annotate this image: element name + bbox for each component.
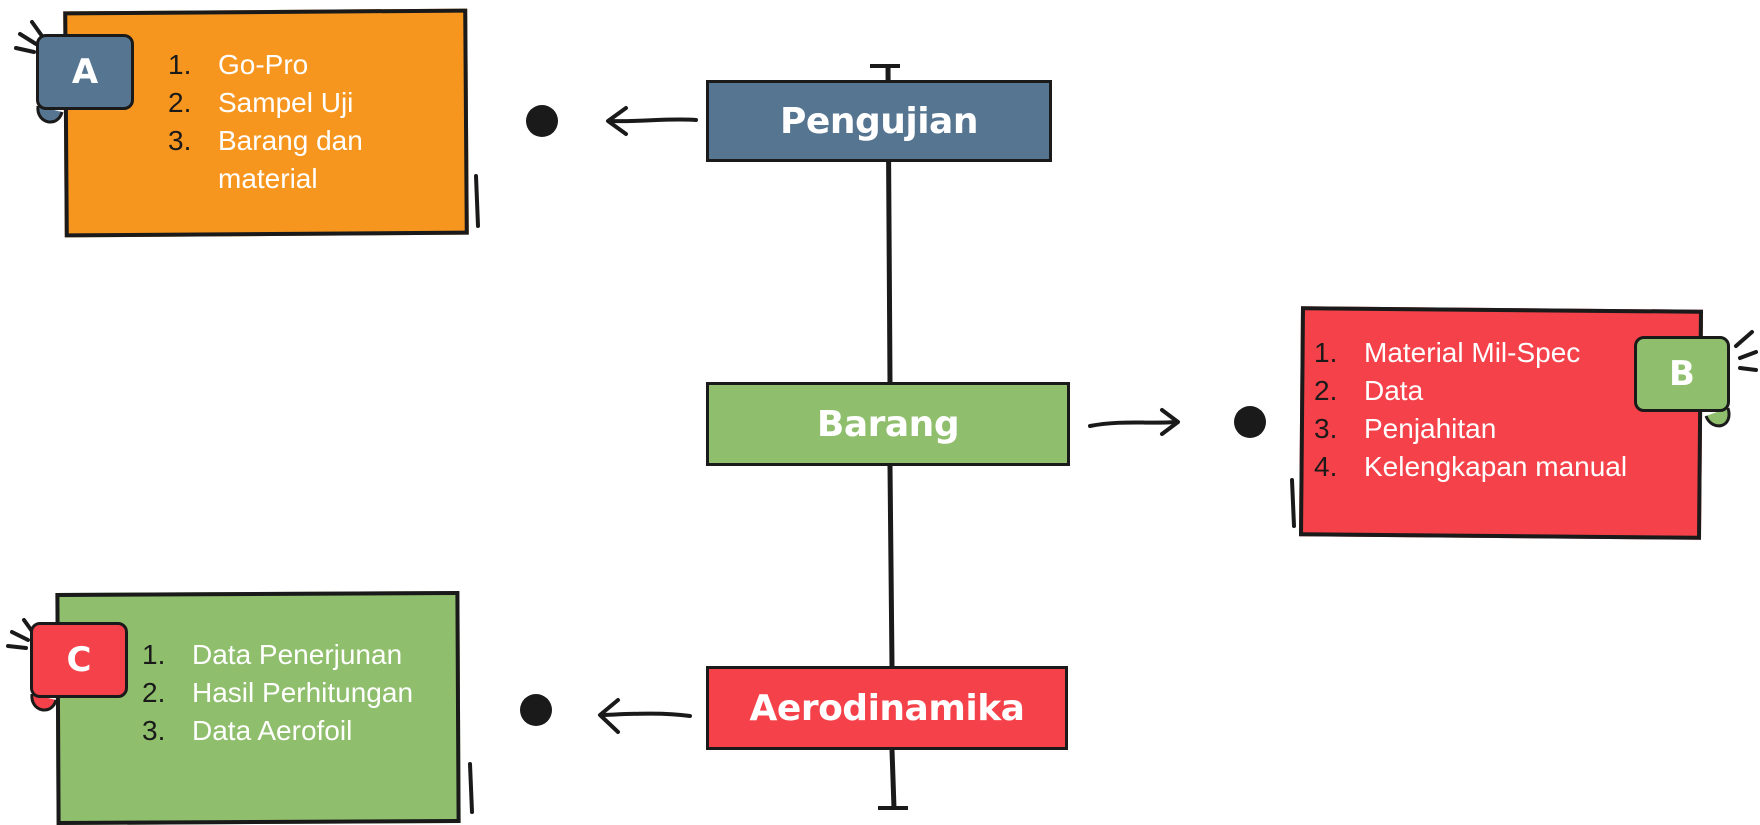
node-pengujian: Pengujian: [706, 80, 1052, 162]
tab-c-curl: [30, 693, 58, 712]
dot-pengujian: [526, 105, 558, 137]
list-item: 3.Data Aerofoil: [142, 715, 353, 746]
list-item: 1.Data Penerjunan: [142, 639, 403, 670]
arrow-aerodinamika: [600, 711, 692, 718]
card-b-list: 1.Material Mil-Spec 2.Data 3.Penjahitan …: [1314, 334, 1694, 486]
dot-aerodinamika: [520, 694, 552, 726]
card-a-list: 1.Go-Pro 2.Sampel Uji 3.Barang dan mater…: [168, 46, 418, 198]
node-barang: Barang: [706, 382, 1070, 466]
arrow-pengujian: [608, 117, 698, 124]
list-item: 2.Sampel Uji: [168, 87, 354, 118]
card-c-tick: [468, 762, 474, 814]
tab-a: A: [36, 34, 134, 110]
dot-barang: [1234, 406, 1266, 438]
list-item: 4.Kelengkapan manual: [1314, 451, 1628, 482]
arrow-barang-head: [1160, 408, 1180, 436]
list-item: 1.Material Mil-Spec: [1314, 337, 1581, 368]
arrow-pengujian-head: [606, 106, 628, 136]
list-item: 3.Penjahitan: [1314, 413, 1497, 444]
spine-middle: [887, 465, 895, 667]
tab-b-sparkle: [1734, 330, 1758, 372]
list-item: 1.Go-Pro: [168, 49, 309, 80]
card-a-tick: [474, 174, 480, 228]
card-b-tick: [1290, 478, 1296, 528]
node-aerodinamika: Aerodinamika: [706, 666, 1068, 750]
list-item: 2.Data: [1314, 375, 1424, 406]
card-c-list: 1.Data Penerjunan 2.Hasil Perhitungan 3.…: [142, 636, 472, 750]
tab-a-sparkle: [14, 20, 44, 54]
tab-b: B: [1634, 336, 1730, 412]
arrow-barang: [1088, 420, 1178, 428]
spine-bottom: [889, 749, 897, 809]
arrow-aerodinamika-head: [598, 698, 620, 734]
tab-b-curl: [1704, 407, 1731, 428]
tab-a-curl: [36, 105, 64, 124]
list-item: 2.Hasil Perhitungan: [142, 677, 414, 708]
tab-c: C: [30, 622, 128, 698]
list-item: 3.Barang dan material: [168, 125, 363, 194]
